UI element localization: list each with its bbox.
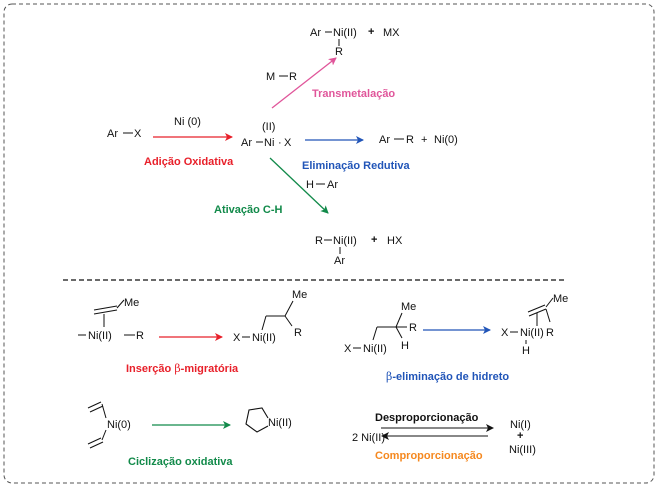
transmetalation-product: Ar Ni(II) R + MX xyxy=(310,26,400,58)
ni-complex-dot: · xyxy=(278,137,282,149)
disproportionation-label: Desproporcionação xyxy=(375,412,479,424)
beta-hydride-label: β-eliminação de hidreto xyxy=(386,370,509,383)
transmetalation-arrow xyxy=(271,57,337,109)
migratory-product-me: Me xyxy=(292,289,307,301)
beta-product-x: X xyxy=(501,327,509,339)
ni-complex-ni: Ni xyxy=(264,137,274,149)
reductive-elimination-product-ar: Ar xyxy=(379,134,390,146)
ch-activation-arrow xyxy=(269,157,329,214)
nickelacyclopentane: Ni(II) xyxy=(245,407,292,433)
diagram-frame xyxy=(3,3,655,484)
aryl-halide-ar: Ar xyxy=(107,128,118,140)
migratory-product-x: X xyxy=(233,332,241,344)
ch-activation-product-ar: Ar xyxy=(334,255,345,267)
reductive-elimination-product-ni: Ni(0) xyxy=(434,134,458,146)
transmetalation-product-ni: Ni(II) xyxy=(333,27,357,39)
beta-hydride-label-text: -eliminação de hidreto xyxy=(392,371,509,383)
beta-reactant-x: X xyxy=(344,343,352,355)
disproportionation-left: 2 Ni(II) xyxy=(352,432,385,444)
ch-activation-reagent-h: H xyxy=(306,179,314,191)
ni-complex-x: X xyxy=(284,137,292,149)
migratory-product-r: R xyxy=(294,327,302,339)
ch-activation-product: R Ni(II) Ar + HX xyxy=(315,234,403,267)
disproportionation-right-top: Ni(I) xyxy=(510,419,531,431)
cyclization-reactant: Ni(0) xyxy=(87,401,131,449)
migratory-insertion-label: Inserção β-migratória xyxy=(126,362,239,375)
beta-hydride-product: X Ni(II) H Me R xyxy=(501,293,568,357)
comproportionation-label: Comproporcionação xyxy=(375,450,483,462)
beta-product-r: R xyxy=(546,327,554,339)
aryl-halide-x: X xyxy=(134,128,142,140)
ch-activation-product-ni: Ni(II) xyxy=(333,235,357,247)
transmetalation-label: Transmetalação xyxy=(312,88,395,100)
reductive-elimination-product: Ar R + Ni(0) xyxy=(379,134,458,146)
transmetalation-product-ar: Ar xyxy=(310,27,321,39)
migratory-reactant-r: R xyxy=(136,330,144,342)
migratory-insertion-label-prefix: Inserção xyxy=(126,363,174,375)
migratory-insertion-reactant: Me Ni(II) R xyxy=(78,297,144,342)
cyclization-product-ni: Ni(II) xyxy=(268,417,292,429)
reductive-elimination-product-r: R xyxy=(406,134,414,146)
ch-activation-reagent-ar: Ar xyxy=(327,179,338,191)
ni-ii-complex: (II) Ar Ni · X xyxy=(241,121,292,149)
cyclization-ni0: Ni(0) xyxy=(107,419,131,431)
transmetalation-reagent-m: M xyxy=(266,71,275,83)
beta-reactant-ni: Ni(II) xyxy=(363,343,387,355)
ch-activation-byproduct: HX xyxy=(387,235,403,247)
ni-complex-ar: Ar xyxy=(241,137,252,149)
aryl-halide: Ar X xyxy=(107,128,142,140)
reductive-elimination-plus: + xyxy=(421,134,427,146)
migratory-reactant-me: Me xyxy=(124,297,139,309)
transmetalation-product-r: R xyxy=(335,46,343,58)
ch-activation-label: Ativação C-H xyxy=(214,204,283,216)
beta-product-ni: Ni(II) xyxy=(520,327,544,339)
ni-complex-ox-state: (II) xyxy=(262,121,275,133)
beta-product-h: H xyxy=(522,345,530,357)
migratory-insertion-beta: β xyxy=(174,362,180,375)
cyclization-label: Ciclização oxidativa xyxy=(128,456,233,468)
beta-reactant-r: R xyxy=(409,322,417,334)
beta-reactant-me: Me xyxy=(401,301,416,313)
beta-hydride-beta: β xyxy=(386,370,392,383)
disproportionation-plus: + xyxy=(517,430,523,442)
migratory-reactant-ni: Ni(II) xyxy=(88,330,112,342)
oxidative-addition-label: Adição Oxidativa xyxy=(144,156,234,168)
ch-activation-product-r: R xyxy=(315,235,323,247)
beta-product-me: Me xyxy=(553,293,568,305)
disproportionation-right-bottom: Ni(III) xyxy=(509,444,536,456)
disproportionation-equilibrium: Desproporcionação 2 Ni(II) Ni(I) + Ni(II… xyxy=(352,412,536,462)
migratory-product-ni: Ni(II) xyxy=(252,332,276,344)
migratory-insertion-label-suffix: -migratória xyxy=(181,363,239,375)
transmetalation-reagent-r: R xyxy=(289,71,297,83)
beta-reactant-h: H xyxy=(401,340,409,352)
transmetalation-plus: + xyxy=(368,26,374,38)
migratory-insertion-product: X Ni(II) Me R xyxy=(233,289,307,344)
ch-activation-plus: + xyxy=(371,234,377,246)
reductive-elimination-label: Eliminação Redutiva xyxy=(302,160,410,172)
oxidative-addition-reagent: Ni (0) xyxy=(174,116,201,128)
transmetalation-byproduct: MX xyxy=(383,27,400,39)
beta-hydride-reactant: X Ni(II) Me R H xyxy=(344,301,417,355)
